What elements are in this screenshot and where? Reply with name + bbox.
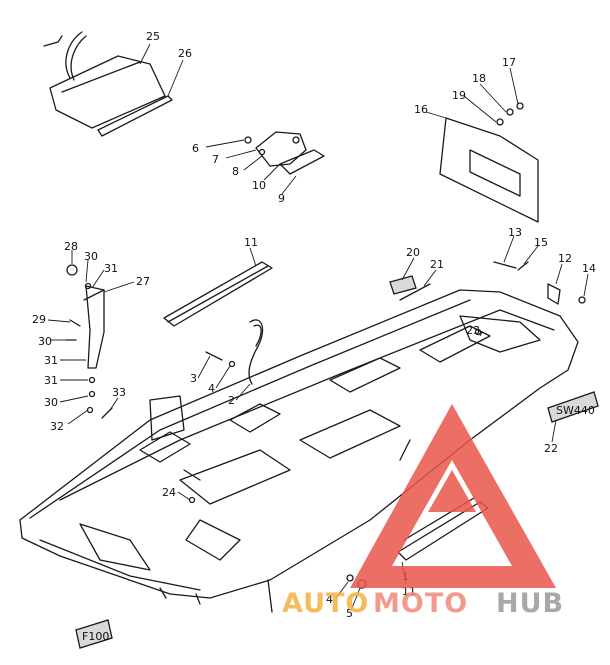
callout-32: 32 xyxy=(50,420,64,433)
model-badge-text: SW440 xyxy=(556,404,595,417)
callout-23: 23 xyxy=(466,324,480,337)
callout-19: 19 xyxy=(452,89,466,102)
callout-30-top: 30 xyxy=(84,250,98,263)
reflector-badge-part xyxy=(389,275,431,301)
watermark-hub: HUB xyxy=(496,588,564,619)
callout-12: 12 xyxy=(558,252,572,265)
callout-13: 13 xyxy=(508,226,522,239)
callout-31-low: 31 xyxy=(44,374,58,387)
emblem-text: F100 xyxy=(82,630,109,643)
callout-11-lower: 11 xyxy=(402,585,416,598)
callout-30-low: 30 xyxy=(44,396,58,409)
callout-9: 9 xyxy=(278,192,285,205)
callout-17: 17 xyxy=(502,56,516,69)
model-badge-part: SW440 xyxy=(547,391,599,423)
callout-26: 26 xyxy=(178,47,192,60)
callout-6: 6 xyxy=(192,142,199,155)
callout-33: 33 xyxy=(112,386,126,399)
callout-10: 10 xyxy=(252,179,266,192)
side-bracket-part xyxy=(65,264,113,419)
hinge-bracket-part xyxy=(244,131,325,175)
callout-4-lower: 4 xyxy=(326,593,333,606)
seat-pad-part xyxy=(43,31,166,129)
runner-strip-upper xyxy=(163,261,273,327)
hull-body-part xyxy=(19,289,579,613)
seat-rail-part xyxy=(97,95,173,137)
callout-16: 16 xyxy=(414,103,428,116)
callout-5: 5 xyxy=(346,607,353,620)
license-plate-part xyxy=(439,102,539,223)
callout-2: 2 xyxy=(228,394,235,407)
callout-28: 28 xyxy=(64,240,78,253)
callout-8: 8 xyxy=(232,165,239,178)
grab-handle-part xyxy=(205,319,264,385)
watermark-moto: MOTO xyxy=(373,588,468,619)
emblem-part: F100 xyxy=(75,619,113,649)
callout-20: 20 xyxy=(406,246,420,259)
callout-4-upper: 4 xyxy=(208,382,215,395)
callout-14: 14 xyxy=(582,262,596,275)
callout-3: 3 xyxy=(190,372,197,385)
rear-clip-parts xyxy=(493,261,586,305)
callout-27: 27 xyxy=(136,275,150,288)
callout-22: 22 xyxy=(544,442,558,455)
callout-29: 29 xyxy=(32,313,46,326)
callout-21: 21 xyxy=(430,258,444,271)
leader-lines xyxy=(47,43,589,609)
watermark-logo: AUTO MOTO HUB xyxy=(282,404,564,619)
callout-11-upper: 11 xyxy=(244,236,258,249)
callout-31-mid: 31 xyxy=(44,354,58,367)
callout-24: 24 xyxy=(162,486,176,499)
callout-25: 25 xyxy=(146,30,160,43)
callout-15: 15 xyxy=(534,236,548,249)
watermark-triangle xyxy=(350,404,556,588)
callout-30-mid: 30 xyxy=(38,335,52,348)
callout-7: 7 xyxy=(212,153,219,166)
watermark-auto: AUTO xyxy=(282,588,369,619)
callout-18: 18 xyxy=(472,72,486,85)
callout-31-top: 31 xyxy=(104,262,118,275)
